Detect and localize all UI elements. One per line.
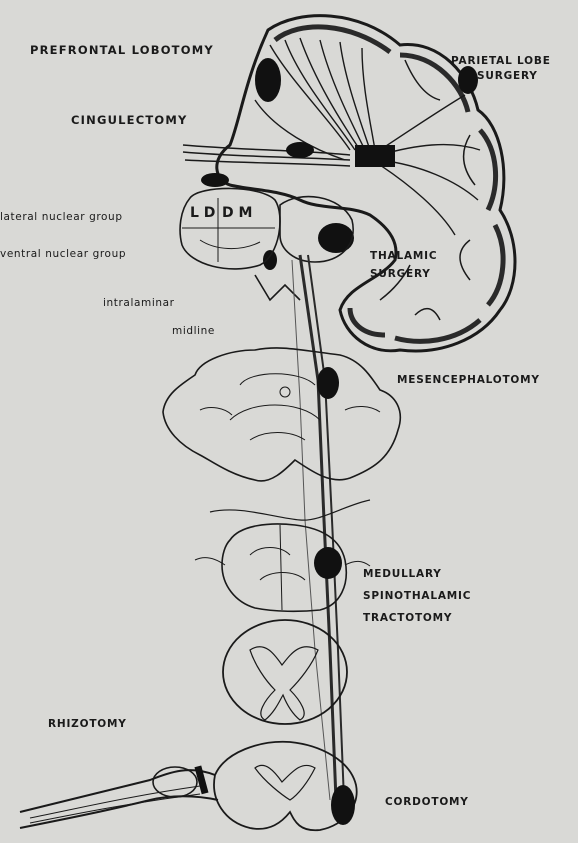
thalamic-surgery-label-line1: THALAMIC (370, 250, 437, 263)
cingulate-fibers (183, 145, 350, 166)
midline-notch (263, 250, 277, 270)
aqueduct (280, 387, 290, 397)
medullary-label-line2: SPINOTHALAMIC (363, 590, 471, 603)
mesencephalotomy-label: MESENCEPHALOTOMY (397, 374, 540, 387)
midline-label: midline (172, 325, 215, 338)
parietal-lobe-surgery-label-line2: SURGERY (477, 70, 538, 83)
parietal-cortex-mark (458, 66, 478, 94)
medulla-inner (195, 525, 370, 610)
thalamic-surgery-label-line2: SURGERY (370, 268, 431, 281)
mesencephalotomy-lesion (317, 367, 339, 399)
midbrain-outline (163, 348, 400, 481)
spinal-cord-lower (20, 742, 357, 830)
prefrontal-lesion (255, 58, 281, 102)
nucleus-ld-label: L D (190, 205, 215, 221)
parietal-lesion (355, 145, 395, 167)
thalamic-lesion (318, 223, 354, 253)
lower-cord-gray-matter (255, 765, 315, 800)
medulla-section (195, 500, 370, 611)
root-fibers (30, 786, 200, 823)
cingulectomy-label: CINGULECTOMY (71, 113, 188, 127)
lateral-nuclear-group-label: lateral nuclear group (0, 211, 123, 224)
rhizotomy-label: RHIZOTOMY (48, 718, 127, 731)
cordotomy-lesion (331, 785, 355, 825)
midbrain-inner (200, 374, 380, 440)
upper-cord-outline (223, 620, 347, 724)
spinothalamic-tract (292, 255, 344, 800)
ventral-nuclear-group-label: ventral nuclear group (0, 248, 126, 261)
cordotomy-label: CORDOTOMY (385, 796, 469, 809)
medullary-label-line3: TRACTOTOMY (363, 612, 452, 625)
medullary-tractotomy-lesion (314, 547, 342, 579)
intralaminar-label: intralaminar (103, 297, 175, 310)
medullary-label-line1: MEDULLARY (363, 568, 442, 581)
lesion-marks-cord (194, 765, 355, 825)
medulla-top-lines (210, 500, 370, 520)
midbrain-section (163, 348, 400, 481)
cingulate-lesion (286, 142, 314, 158)
upper-cord-gray-matter (250, 647, 318, 720)
lesion-marks-cortex (201, 58, 478, 270)
spinal-cord-upper (223, 620, 347, 724)
prefrontal-lobotomy-label: PREFRONTAL LOBOTOMY (30, 43, 214, 57)
ventricle-left (201, 173, 229, 187)
parietal-lobe-surgery-label-line1: PARIETAL LOBE (451, 55, 551, 68)
nucleus-dm-label: D M (222, 205, 252, 221)
